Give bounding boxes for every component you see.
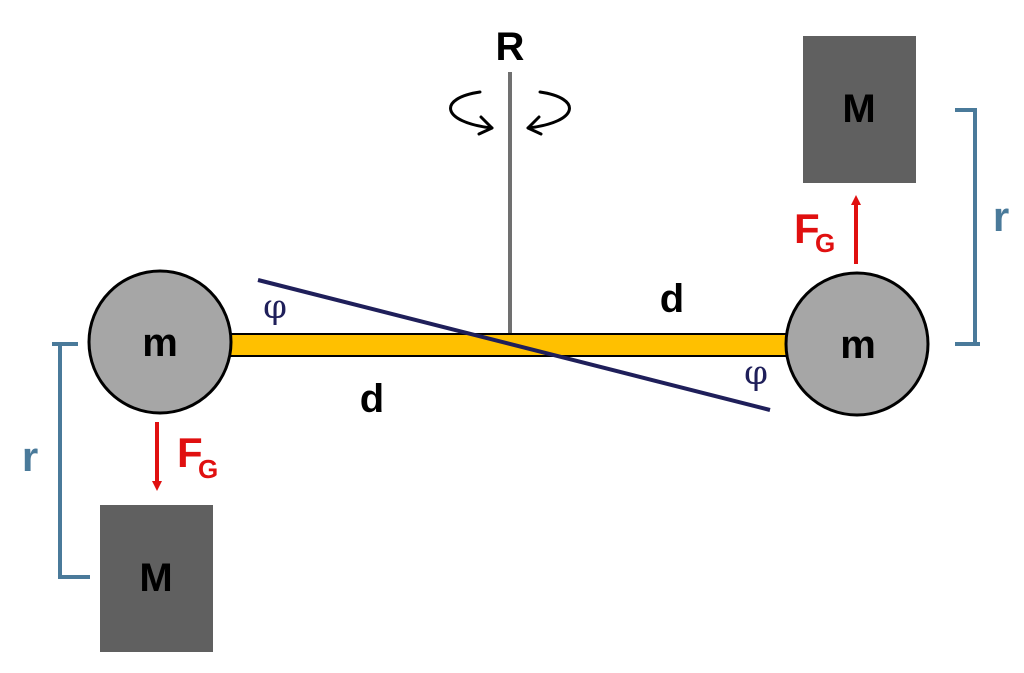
separation-bracket-left — [52, 342, 90, 579]
force-label-left: F G — [177, 429, 218, 484]
angle-label-right: φ — [744, 353, 768, 393]
large-mass-top-right — [803, 36, 916, 183]
large-mass-bottom-left — [100, 505, 213, 652]
separation-label-left: r — [22, 433, 38, 480]
small-sphere-right — [784, 271, 930, 417]
large-mass-label-bottom: M — [139, 556, 172, 600]
small-mass-label-right: m — [840, 323, 876, 367]
large-mass-label-top: M — [842, 87, 875, 131]
axis-label: R — [496, 25, 525, 69]
small-sphere-left — [87, 269, 233, 415]
separation-label-right: r — [993, 193, 1009, 240]
force-label-left-sub: G — [198, 454, 218, 484]
arm-label-left: d — [360, 377, 384, 421]
rotation-arrows-icon — [449, 90, 571, 136]
force-label-right-sub: G — [815, 228, 835, 258]
arm-label-right: d — [660, 277, 684, 321]
small-mass-label-left: m — [142, 321, 178, 365]
deflection-line — [257, 278, 771, 412]
force-label-right: F G — [794, 205, 835, 258]
force-label-right-main: F — [794, 205, 820, 252]
separation-bracket-right — [955, 108, 980, 346]
angle-label-left: φ — [263, 287, 287, 327]
force-label-left-main: F — [177, 429, 203, 476]
